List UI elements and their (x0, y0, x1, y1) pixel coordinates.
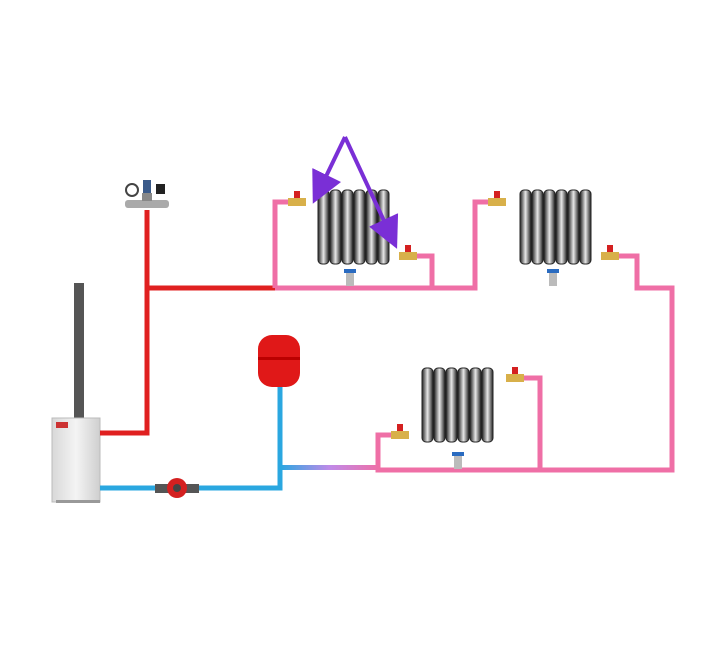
radiator-3 (421, 367, 494, 443)
flow-arrow (312, 136, 347, 204)
bypass-valve-icon (547, 269, 559, 286)
air-vent-icon (143, 180, 151, 193)
radiator-1 (317, 189, 390, 265)
safety-group (125, 180, 169, 208)
heating-circuit-pipe (272, 199, 675, 473)
circulation-pump (155, 478, 199, 498)
radiator-valve-icon (399, 245, 417, 260)
radiator-2 (519, 189, 592, 265)
radiator-valve-icon (488, 191, 506, 206)
boiler (51, 417, 101, 503)
safety-valve-icon (156, 184, 165, 194)
radiator-valve-icon (506, 367, 524, 382)
return-pipe (100, 385, 283, 491)
pressure-gauge-icon (125, 183, 139, 197)
bypass-valve-icon (452, 452, 464, 469)
chimney (74, 283, 84, 423)
supply-pipe (100, 210, 275, 436)
radiator-valve-icon (288, 191, 306, 206)
radiator-valve-icon (391, 424, 409, 439)
expansion-tank (258, 335, 300, 387)
return-transition-pipe (280, 465, 380, 470)
bypass-valve-icon (344, 269, 356, 286)
radiator-valve-icon (601, 245, 619, 260)
flow-arrow (343, 136, 399, 249)
